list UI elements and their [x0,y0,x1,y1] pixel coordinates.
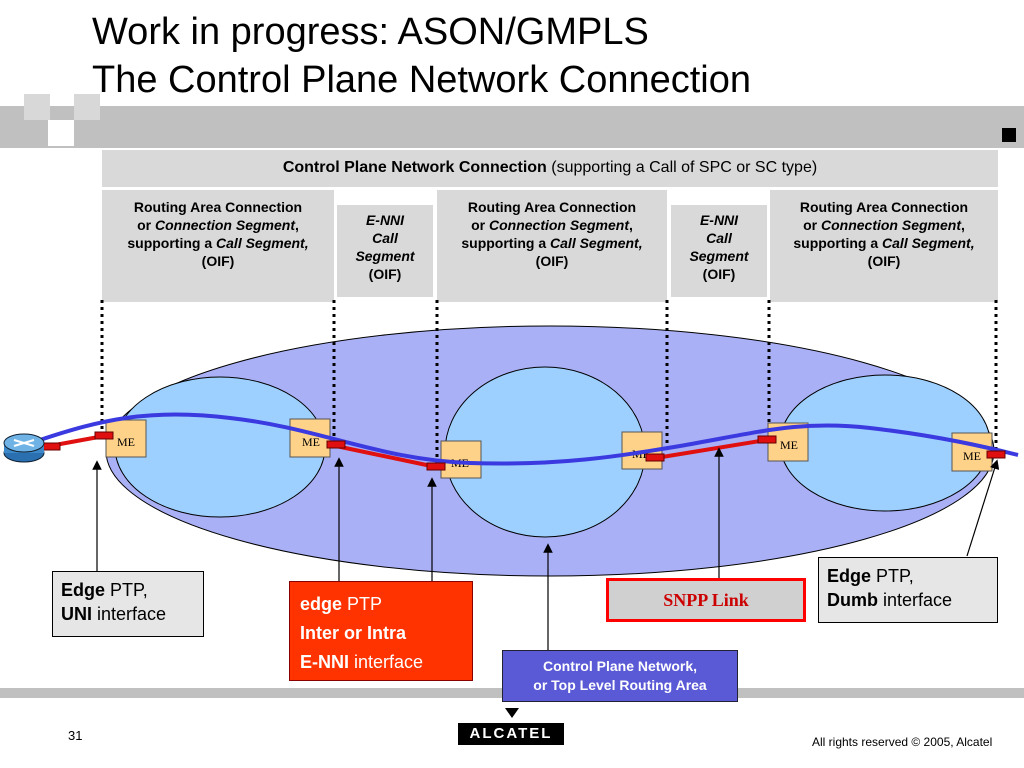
ports [41,431,1006,471]
enni-line1: E-NNI [699,212,739,228]
enni-line4: (OIF) [702,266,736,282]
cpnc-header: Control Plane Network Connection (suppor… [102,150,998,187]
header-square [48,120,74,146]
call-path-blue [39,412,1019,466]
copyright: All rights reserved © 2005, Alcatel [812,735,993,749]
edge-enni-label: edge PTP Inter or Intra E-NNI interface [289,581,473,681]
edge-uni-label: Edge PTP, UNI interface [52,571,204,637]
pointer-arrows [92,447,1000,650]
rac-oif: (OIF) [535,253,569,269]
enni-line2: Call [706,230,732,246]
enni-line3: Segment [355,248,415,264]
rac-oif: (OIF) [867,253,901,269]
header-square [24,94,50,120]
rac-line2: or Connection Segment, [803,217,965,233]
enni-line1: E-NNI [365,212,405,228]
header-band [0,106,1024,148]
me-box-6 [951,432,993,472]
rac-box-1: Routing Area Connection or Connection Se… [102,190,334,302]
rac-box-3: Routing Area Connection or Connection Se… [770,190,998,302]
rac-line2: or Connection Segment, [471,217,633,233]
rac-line1: Routing Area Connection [799,199,969,215]
rac-oif: (OIF) [201,253,235,269]
page-number: 31 [68,728,83,743]
header-square [74,94,100,120]
rac-box-2: Routing Area Connection or Connection Se… [437,190,667,302]
me-label-6: ME [963,449,981,463]
me-label-2: ME [302,435,320,449]
alcatel-logo: ALCATEL [458,723,564,745]
edge-dumb-label: Edge PTP, Dumb interface [818,557,998,623]
rac-line3: supporting a Call Segment, [461,235,643,251]
router-icon [3,433,45,463]
control-plane-network-label: Control Plane Network, or Top Level Rout… [502,650,738,702]
enni-line4: (OIF) [368,266,402,282]
me-label-5: ME [780,438,798,452]
slide-title-line2: The Control Plane Network Connection [92,59,752,101]
cpnc-title: Control Plane Network Connection [282,159,547,176]
cpnc-subtitle: (supporting a Call of SPC or SC type) [551,159,818,176]
enni-line2: Call [372,230,398,246]
me-label-1: ME [117,435,135,449]
enni-box-2: E-NNI Call Segment (OIF) [671,205,767,297]
rac-line3: supporting a Call Segment, [127,235,309,251]
footer-pointer-icon [505,708,519,718]
enni-line3: Segment [689,248,749,264]
rac-line1: Routing Area Connection [467,199,637,215]
rac-line3: supporting a Call Segment, [793,235,975,251]
rac-line2: or Connection Segment, [137,217,299,233]
header-black-square [1002,128,1016,142]
enni-box-1: E-NNI Call Segment (OIF) [337,205,433,297]
rac-line1: Routing Area Connection [133,199,303,215]
segment-boundaries [100,300,998,466]
snpp-link-label: SNPP Link [606,578,806,622]
slide-title-line1: Work in progress: ASON/GMPLS [92,11,649,53]
